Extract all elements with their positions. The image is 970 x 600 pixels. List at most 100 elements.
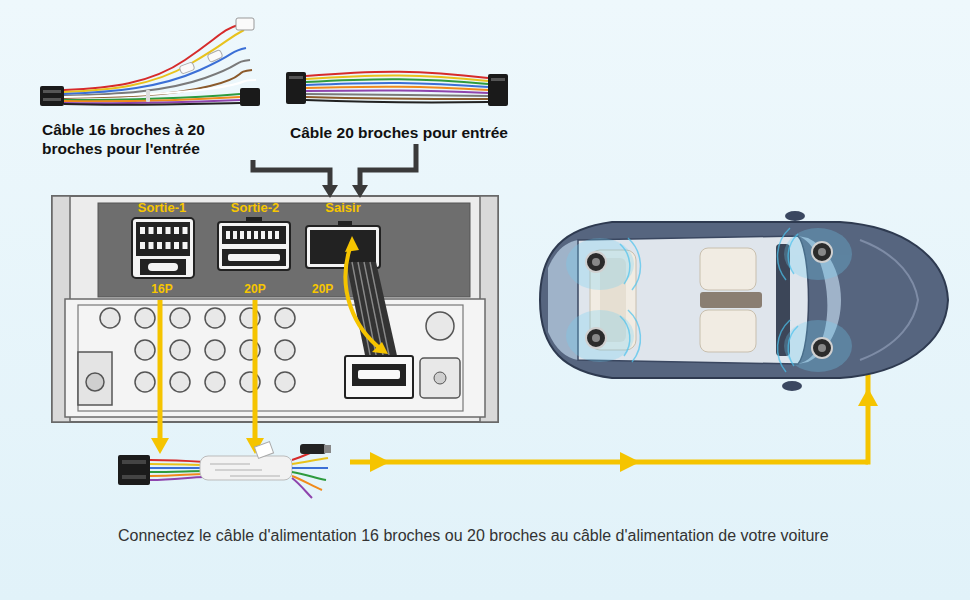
cable-16-20-part — [64, 60, 250, 96]
cable-label: Câble 16 broches à 20 broches pour l'ent… — [38, 15, 266, 158]
head-unit-part-part — [275, 308, 295, 328]
car-illustration-part-part — [620, 316, 630, 356]
wire-harness-part — [150, 464, 205, 465]
socket-16p-part — [148, 263, 178, 271]
socket-input — [306, 221, 413, 398]
power-route-part — [370, 452, 390, 472]
cable-20-part — [491, 78, 505, 81]
car-illustration-part-part — [784, 228, 852, 280]
car-illustration-part — [785, 211, 805, 221]
socket-input-part — [306, 226, 380, 268]
head-unit-part-part — [205, 308, 225, 328]
car-illustration-part-part — [592, 258, 600, 266]
connector-line — [253, 160, 330, 187]
head-unit-part-part — [135, 308, 155, 328]
signal-arrow-part — [151, 438, 169, 454]
socket-16p-part-part — [157, 227, 162, 234]
socket-16p-part-part — [174, 242, 179, 249]
car-illustration-part — [620, 228, 798, 372]
caption: Connectez le câble d'alimentation 16 bro… — [118, 526, 829, 546]
head-unit-part — [52, 196, 498, 422]
car-illustration-part-part — [778, 228, 790, 280]
cable-16-20-part — [64, 103, 240, 105]
cable-16-20-part — [207, 49, 223, 62]
power-route-part — [858, 388, 878, 406]
car-illustration-part — [540, 222, 948, 378]
wire-harness-part — [118, 455, 150, 485]
head-unit-part — [426, 312, 454, 340]
head-unit-part-part — [205, 340, 225, 360]
car-illustration-part — [700, 292, 762, 308]
socket-input-part — [310, 230, 376, 264]
head-unit-part — [78, 352, 112, 405]
power-route-part — [350, 460, 868, 465]
socket-input-part — [352, 364, 406, 386]
socket-20p-part-part — [254, 231, 258, 239]
socket-input-part — [358, 370, 400, 379]
socket-16p-part — [140, 227, 188, 249]
car-illustration-part-part — [778, 320, 790, 372]
car-illustration-part — [860, 240, 918, 360]
head-unit-part — [98, 203, 470, 297]
head-unit-part — [78, 305, 463, 411]
socket-16p-part — [136, 222, 190, 256]
wire-harness-part — [292, 458, 328, 464]
car-illustration-part-part — [628, 238, 640, 290]
car-illustration-part-part — [818, 344, 826, 352]
wire-harness-part — [150, 474, 205, 476]
car-illustration-part-part — [628, 310, 640, 362]
socket-16p-part-part — [183, 242, 188, 249]
wire-harness-part — [254, 442, 273, 459]
wire-harness — [118, 442, 331, 498]
wire-harness-part-part — [215, 470, 262, 471]
pin-count: 16P — [151, 283, 172, 297]
socket-20p-part-part — [261, 231, 265, 239]
wire-harness-part — [122, 460, 146, 464]
head-unit-part-part — [170, 340, 190, 360]
socket-16p-part-part — [149, 227, 154, 234]
socket-20p-part-part — [240, 231, 244, 239]
cable-16-20-part — [64, 80, 256, 97]
socket-16p-part — [132, 218, 194, 278]
cable-20-part — [286, 72, 306, 104]
signal-arrow — [151, 300, 264, 454]
cable-label: Câble 20 broches pour entrée — [277, 62, 525, 142]
cable-16-20-part — [43, 90, 61, 93]
head-unit-part — [86, 373, 104, 391]
head-unit-part — [420, 358, 460, 398]
socket-16p-part — [140, 259, 186, 275]
cable-20 — [286, 72, 508, 106]
node-label: Sortie-2 — [231, 201, 279, 215]
socket-20p-part — [222, 226, 286, 244]
socket-20p-part-part — [226, 231, 230, 239]
wire-harness-part — [292, 467, 328, 469]
head-unit-part — [434, 372, 446, 384]
connector-arrow — [253, 160, 338, 198]
car-illustration-part-part — [812, 242, 832, 262]
socket-20p — [218, 217, 290, 270]
car-illustration-part-part — [818, 248, 826, 256]
head-unit-part-part — [205, 372, 225, 392]
socket-20p-part — [218, 222, 290, 270]
socket-20p-part-part — [268, 231, 272, 239]
signal-arrow-part — [158, 300, 163, 440]
cable-20-part — [289, 76, 303, 79]
car-illustration-part-part — [586, 328, 606, 348]
car-illustration-part — [700, 310, 756, 352]
car-illustration-part — [782, 381, 802, 391]
socket-16p-part-part — [149, 242, 154, 249]
connector-socket: Sortie-116P — [127, 201, 197, 297]
head-unit-part-part — [275, 340, 295, 360]
socket-input-part — [345, 236, 359, 252]
pin-count: 20P — [244, 283, 265, 297]
wire-harness-part — [150, 471, 205, 472]
car-illustration — [540, 211, 948, 391]
connector-socket: Sortie-2 20P — [219, 201, 291, 297]
socket-input-part-part — [370, 262, 390, 360]
car-illustration-part-part — [788, 326, 798, 366]
cable-16-20-part — [236, 18, 254, 30]
socket-20p-part-part — [233, 231, 237, 239]
wire-harness-part — [210, 464, 280, 476]
